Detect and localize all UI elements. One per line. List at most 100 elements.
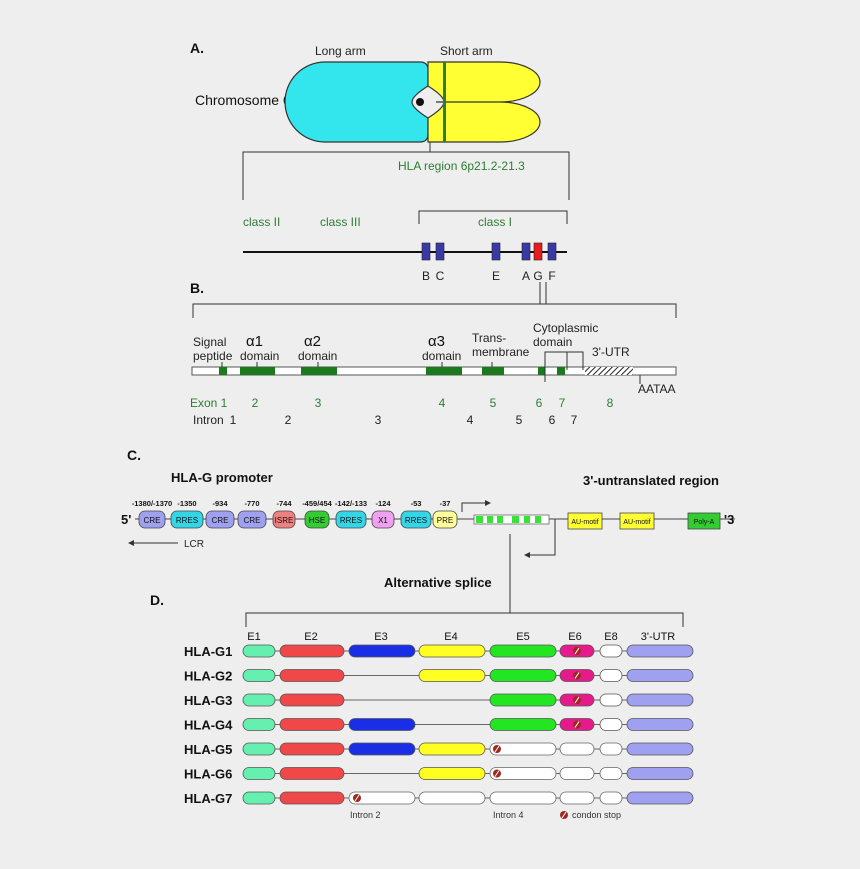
tss-arrowhead bbox=[485, 500, 491, 506]
retained-intron bbox=[489, 767, 557, 780]
domain-ticks bbox=[221, 362, 493, 367]
tm-label-2: membrane bbox=[472, 345, 530, 359]
strip-exon bbox=[512, 516, 519, 523]
centromere bbox=[416, 98, 424, 106]
intron-title: Intron bbox=[193, 413, 224, 427]
exon-e5 bbox=[489, 669, 557, 682]
exon-7 bbox=[557, 367, 565, 375]
isoform-row-hla-g2: HLA-G2 bbox=[184, 669, 694, 684]
exon-e1 bbox=[242, 742, 276, 756]
stop-codon-slash bbox=[494, 745, 500, 753]
lcr-arrowhead bbox=[128, 540, 134, 546]
isoform-name: HLA-G2 bbox=[184, 669, 232, 684]
panel-a-label: A. bbox=[190, 40, 204, 56]
panel-c-label: C. bbox=[127, 447, 141, 463]
exon-e5 bbox=[489, 693, 557, 707]
three-prime-label: '3 bbox=[724, 512, 734, 527]
alt-splice-label: Alternative splice bbox=[384, 575, 492, 590]
stop-codon-slash bbox=[494, 770, 500, 777]
promoter-element-label: PRE bbox=[437, 516, 453, 525]
stop-codon-slash bbox=[574, 696, 580, 704]
exon-6 bbox=[538, 367, 545, 375]
exon-e3 bbox=[348, 718, 416, 731]
isoform-row-hla-g3: HLA-G3 bbox=[184, 693, 694, 708]
intron4-note: Intron 4 bbox=[493, 810, 524, 820]
intron-number: 3 bbox=[375, 413, 382, 427]
promoter-element-position: -53 bbox=[411, 499, 422, 508]
retained-intron bbox=[599, 767, 623, 780]
alpha2-label: α2 bbox=[304, 333, 321, 350]
isoform-column-header: E1 bbox=[247, 631, 260, 643]
exon-number: 4 bbox=[439, 396, 446, 410]
exon-e2 bbox=[279, 742, 345, 756]
promoter-element-position: -744 bbox=[276, 499, 292, 508]
promoter-element-position: -459/454 bbox=[302, 499, 332, 508]
alpha2-domain-label: domain bbox=[298, 349, 337, 363]
exon-e1 bbox=[242, 767, 276, 780]
exon-e1 bbox=[242, 791, 276, 805]
isoform-column-header: E5 bbox=[516, 631, 529, 643]
exon-e2 bbox=[279, 693, 345, 707]
isoform-row-hla-g5: HLA-G5 bbox=[184, 742, 694, 757]
isoform-bracket bbox=[245, 612, 684, 627]
utr-element-label: Poly-A bbox=[694, 519, 715, 526]
hla-region-label: HLA region 6p21.2-21.3 bbox=[398, 159, 525, 173]
zoom-bracket-b bbox=[192, 282, 677, 318]
promoter-element-position: -124 bbox=[375, 499, 391, 508]
utr-element bbox=[567, 512, 603, 530]
isoform-row-hla-g6: HLA-G6 bbox=[184, 767, 694, 782]
gene-label-c: C bbox=[436, 269, 445, 283]
isoform-row-hla-g7: HLA-G7 bbox=[184, 791, 694, 806]
utr-element-label: AU-motif bbox=[571, 519, 598, 526]
isoform-column-header: E2 bbox=[304, 631, 317, 643]
isoform-name: HLA-G3 bbox=[184, 693, 232, 708]
exon-e1 bbox=[242, 669, 276, 682]
strip-exon bbox=[476, 516, 483, 523]
gene-box-a bbox=[521, 242, 531, 261]
isoform-name: HLA-G4 bbox=[184, 718, 233, 733]
intron-number: 7 bbox=[571, 413, 578, 427]
exon-e8 bbox=[599, 644, 623, 658]
exon-e1 bbox=[242, 644, 276, 658]
promoter-element-label: CRE bbox=[144, 516, 161, 525]
tss-arrow bbox=[461, 502, 485, 512]
exon-number: 2 bbox=[252, 396, 259, 410]
long-arm-label: Long arm bbox=[315, 44, 366, 58]
alpha1-label: α1 bbox=[246, 333, 263, 350]
intron2-note: Intron 2 bbox=[350, 810, 381, 820]
gene-box-g bbox=[533, 242, 543, 261]
exon-alpha1 bbox=[240, 367, 275, 375]
signal-label-2: peptide bbox=[193, 349, 233, 363]
gene-label-f: F bbox=[548, 269, 555, 283]
strip-exon bbox=[524, 516, 530, 523]
utr-arrowhead bbox=[524, 552, 530, 558]
retained-intron bbox=[559, 742, 595, 756]
promoter-element-position: -142/-133 bbox=[335, 499, 367, 508]
gene-label-a: A bbox=[522, 269, 530, 283]
stop-codon-slash bbox=[574, 672, 580, 679]
promoter-element-x1 bbox=[371, 510, 395, 529]
exon-utr bbox=[626, 644, 694, 658]
zoom-bracket-a bbox=[242, 142, 570, 200]
strip-exon bbox=[497, 516, 503, 523]
gene-box-b bbox=[421, 242, 431, 261]
gene-box-f bbox=[547, 242, 557, 261]
cyto-bracket bbox=[544, 351, 584, 382]
intron-number: 6 bbox=[549, 413, 556, 427]
exon-utr bbox=[626, 767, 694, 780]
utr-label: 3'-UTR bbox=[592, 345, 630, 359]
retained-intron bbox=[418, 791, 486, 805]
promoter-element-label: X1 bbox=[378, 516, 388, 525]
isoform-name: HLA-G5 bbox=[184, 742, 232, 757]
utr-element-label: AU-motif bbox=[623, 519, 650, 526]
promoter-element-position: -1380/-1370 bbox=[132, 499, 172, 508]
promoter-element-cre bbox=[138, 510, 166, 529]
isoform-name: HLA-G7 bbox=[184, 791, 232, 806]
exon-e2 bbox=[279, 644, 345, 658]
utr-arrow bbox=[530, 519, 556, 556]
exon-e1 bbox=[242, 718, 276, 731]
utr-title: 3'-untranslated region bbox=[583, 473, 719, 488]
